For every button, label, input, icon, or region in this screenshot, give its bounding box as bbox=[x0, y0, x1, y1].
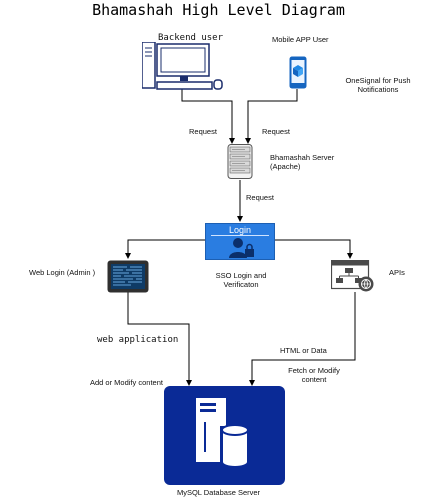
edge-weblogin-to-db bbox=[127, 292, 192, 386]
sso-label: SSO Login and Verificaton bbox=[215, 271, 267, 289]
add-modify-label: Add or Modify content bbox=[90, 378, 163, 387]
request-label-left: Request bbox=[189, 127, 217, 136]
mobile-phone-icon bbox=[289, 56, 307, 89]
mobile-user-label: Mobile APP User bbox=[272, 35, 329, 44]
database-label: MySQL Database Server bbox=[176, 488, 261, 497]
html-or-data-label: HTML or Data bbox=[280, 346, 327, 355]
fetch-modify-label: Fetch or Modify content bbox=[288, 366, 340, 384]
database-server-box bbox=[164, 386, 285, 485]
edge-login-to-weblogin bbox=[125, 239, 205, 259]
login-box-title: Login bbox=[228, 225, 252, 235]
web-login-label: Web Login (Admin ) bbox=[29, 268, 96, 277]
web-application-label: web application bbox=[97, 335, 179, 345]
apis-label: APIs bbox=[389, 268, 405, 277]
server-rack-icon bbox=[227, 144, 253, 180]
desktop-computer-icon bbox=[141, 41, 224, 90]
onesignal-label: OneSignal for Push Notifications bbox=[345, 76, 411, 94]
edge-login-to-apis bbox=[275, 239, 353, 259]
user-lock-icon bbox=[228, 237, 256, 259]
server-label: Bhamashah Server (Apache) bbox=[270, 153, 335, 171]
request-label-right: Request bbox=[262, 127, 290, 136]
api-window-icon bbox=[330, 259, 375, 292]
backend-user-label: Backend user bbox=[158, 33, 224, 43]
diagram-title: Bhamashah High Level Diagram bbox=[92, 1, 345, 19]
request-label-down: Request bbox=[246, 193, 274, 202]
edge-apis-to-db bbox=[249, 292, 356, 386]
database-server-icon bbox=[196, 398, 250, 468]
login-box: Login bbox=[205, 223, 275, 260]
monitor-screen-icon bbox=[107, 260, 149, 293]
edge-mobile-to-server bbox=[245, 89, 298, 144]
edge-backend-to-server bbox=[181, 89, 235, 144]
